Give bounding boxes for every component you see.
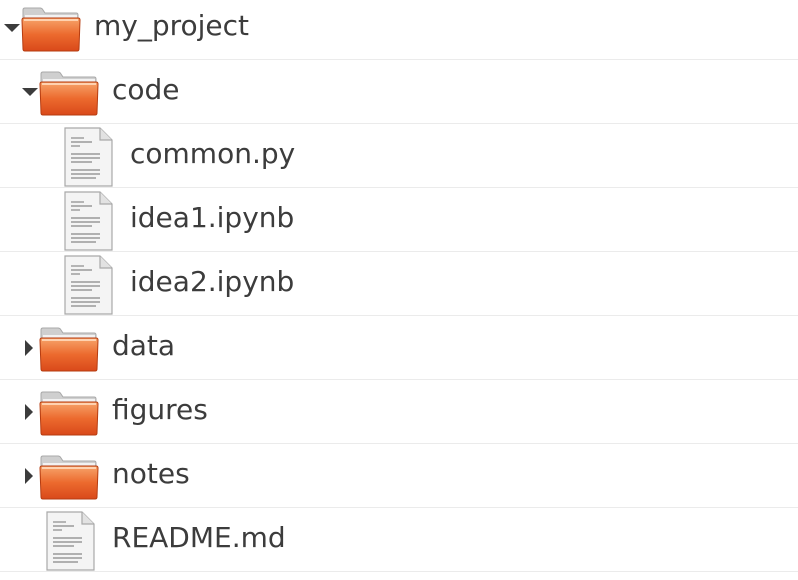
tree-row-label: README.md	[112, 521, 286, 554]
tree-row-readme-md[interactable]: README.md	[0, 508, 798, 572]
tree-row-figures[interactable]: figures	[0, 380, 798, 444]
tree-row-label: idea2.ipynb	[130, 265, 295, 298]
tree-row-notes[interactable]: notes	[0, 444, 798, 508]
text-file-icon	[62, 190, 114, 256]
tree-row-data[interactable]: data	[0, 316, 798, 380]
expander-collapsed-icon[interactable]	[22, 444, 40, 508]
tree-row-idea1-ipynb[interactable]: idea1.ipynb	[0, 188, 798, 252]
folder-icon	[20, 0, 82, 60]
folder-icon	[38, 384, 100, 444]
expander-collapsed-icon[interactable]	[22, 380, 40, 444]
tree-row-label: data	[112, 329, 176, 362]
text-file-icon	[62, 126, 114, 192]
text-file-icon	[44, 510, 96, 576]
tree-row-code[interactable]: code	[0, 60, 798, 124]
tree-row-common-py[interactable]: common.py	[0, 124, 798, 188]
tree-row-label: notes	[112, 457, 190, 490]
tree-row-label: idea1.ipynb	[130, 201, 295, 234]
folder-icon	[38, 448, 100, 508]
tree-row-label: code	[112, 73, 180, 106]
tree-row-label: common.py	[130, 137, 296, 170]
text-file-icon	[62, 254, 114, 320]
tree-row-label: figures	[112, 393, 208, 426]
expander-expanded-icon[interactable]	[4, 0, 22, 60]
tree-row-my-project[interactable]: my_project	[0, 0, 798, 60]
tree-row-idea2-ipynb[interactable]: idea2.ipynb	[0, 252, 798, 316]
expander-collapsed-icon[interactable]	[22, 316, 40, 380]
folder-icon	[38, 64, 100, 124]
tree-row-label: my_project	[94, 9, 250, 42]
folder-icon	[38, 320, 100, 380]
expander-expanded-icon[interactable]	[22, 60, 40, 124]
